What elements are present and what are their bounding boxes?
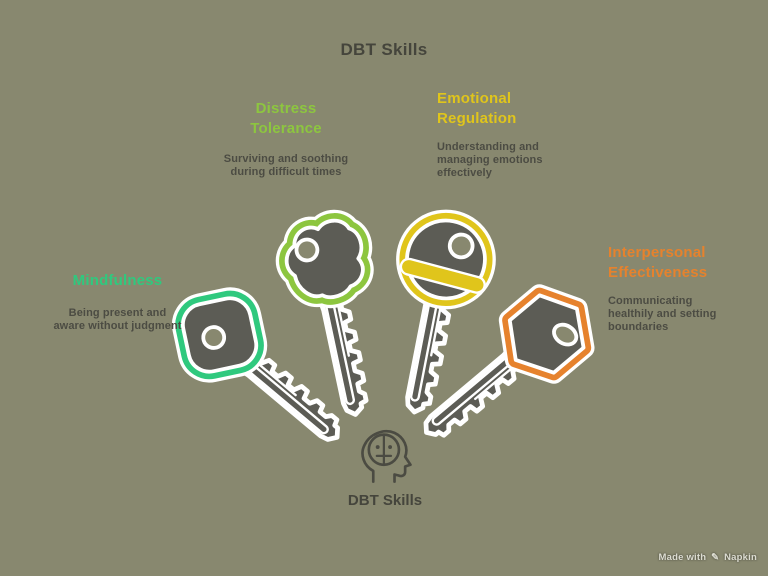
description-line: Being present and xyxy=(68,307,167,319)
heading-line: Mindfulness xyxy=(72,272,163,289)
page-title: DBT Skills xyxy=(340,40,428,59)
key-icon-emotional-regulation xyxy=(396,209,496,444)
heading-line: Distress xyxy=(255,100,317,117)
skill-block-interpersonal-effectiveness: Interpersonal Effectiveness Communicatin… xyxy=(608,243,763,334)
skill-heading-distress-tolerance: Distress Tolerance xyxy=(186,99,386,139)
description-line: during difficult times xyxy=(230,166,342,178)
key-icon-interpersonal-effectiveness xyxy=(375,284,595,491)
skill-block-distress-tolerance: Distress Tolerance Surviving and soothin… xyxy=(186,99,386,179)
heading-line: Effectiveness xyxy=(608,264,708,281)
key-icon-mindfulness xyxy=(171,287,391,493)
heading-line: Tolerance xyxy=(250,120,322,137)
key-icon-distress-tolerance xyxy=(275,209,374,447)
heading-line: Emotional xyxy=(437,90,512,107)
watermark: Made with ✎ Napkin xyxy=(659,552,757,563)
watermark-prefix: Made with xyxy=(658,552,707,563)
description-line: Communicating xyxy=(608,295,693,307)
description-line: effectively xyxy=(437,167,492,179)
skill-description-mindfulness: Being present and aware without judgment xyxy=(20,307,215,333)
skill-heading-mindfulness: Mindfulness xyxy=(20,271,215,291)
skill-description-distress-tolerance: Surviving and soothing during difficult … xyxy=(186,153,386,179)
heading-line: Regulation xyxy=(437,110,517,127)
head-profile-mind-icon xyxy=(361,429,412,483)
skill-block-emotional-regulation: Emotional Regulation Understanding and m… xyxy=(437,89,602,180)
heading-line: Interpersonal xyxy=(608,244,706,261)
skill-block-mindfulness: Mindfulness Being present and aware with… xyxy=(20,271,215,333)
center-label: DBT Skills xyxy=(347,492,423,509)
description-line: boundaries xyxy=(608,321,669,333)
skill-heading-interpersonal-effectiveness: Interpersonal Effectiveness xyxy=(608,243,763,283)
watermark-brand: Napkin xyxy=(724,552,757,563)
description-line: aware without judgment xyxy=(53,320,182,332)
description-line: Understanding and xyxy=(437,141,539,153)
description-line: healthily and setting xyxy=(608,308,717,320)
pen-icon: ✎ xyxy=(711,552,720,563)
skill-description-interpersonal-effectiveness: Communicating healthily and setting boun… xyxy=(608,295,763,334)
skill-description-emotional-regulation: Understanding and managing emotions effe… xyxy=(437,141,602,180)
skill-heading-emotional-regulation: Emotional Regulation xyxy=(437,89,602,129)
description-line: managing emotions xyxy=(437,154,543,166)
description-line: Surviving and soothing xyxy=(223,153,349,165)
